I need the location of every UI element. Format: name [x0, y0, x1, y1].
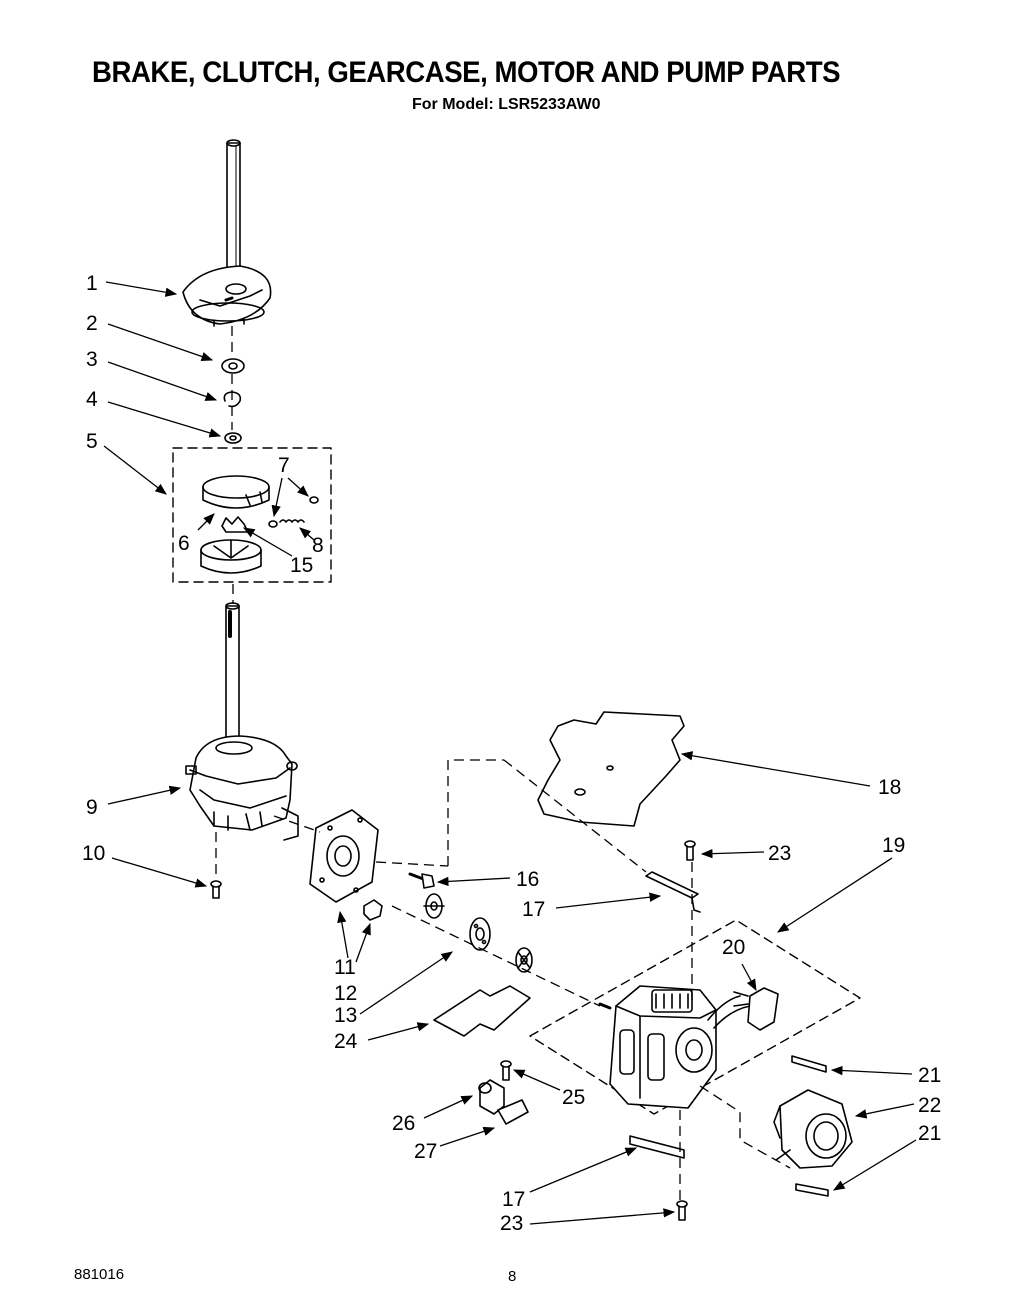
leader-lines	[103, 281, 917, 1225]
callout-c1: 1	[86, 272, 98, 295]
motor-coupling	[423, 893, 445, 919]
coupling-disk	[469, 917, 491, 951]
callout-c17a: 17	[522, 898, 545, 921]
callout-c7: 7	[278, 454, 290, 477]
capacitor-screw	[500, 1060, 512, 1081]
callout-c25: 25	[562, 1086, 585, 1109]
motor-cover	[537, 711, 685, 827]
callout-c9: 9	[86, 796, 98, 819]
callout-c12: 12	[334, 982, 357, 1005]
pump-clip-upper	[791, 1055, 827, 1073]
callout-c21a: 21	[918, 1064, 941, 1087]
gearcase-screw	[210, 880, 222, 899]
callout-c23a: 23	[768, 842, 791, 865]
callout-c5: 5	[86, 430, 98, 453]
water-pump	[773, 1089, 853, 1169]
clutch-assembly-box	[172, 447, 332, 583]
callout-c26: 26	[392, 1112, 415, 1135]
callout-c20: 20	[722, 936, 745, 959]
pump-mounting-plate	[309, 809, 379, 903]
clutch-cam	[221, 516, 249, 533]
callout-c10: 10	[82, 842, 105, 865]
clutch-pulley	[200, 539, 262, 574]
lower-shaft	[225, 602, 240, 747]
callout-labels: 1234567815910111213241617181923202122212…	[82, 272, 941, 1235]
callout-c27: 27	[414, 1140, 437, 1163]
callout-c15: 15	[290, 554, 313, 577]
coupling-hub	[363, 899, 383, 921]
document-number: 881016	[74, 1266, 125, 1283]
motor-screw-upper	[684, 840, 696, 861]
motor-clip-lower	[629, 1135, 685, 1159]
drive-motor	[598, 985, 751, 1109]
page-number: 8	[508, 1268, 517, 1285]
callout-c4: 4	[86, 388, 98, 411]
callout-c17b: 17	[502, 1188, 525, 1211]
spring-and-pins	[268, 496, 319, 528]
page-title: BRAKE, CLUTCH, GEARCASE, MOTOR AND PUMP …	[92, 56, 841, 89]
upper-shaft	[226, 139, 241, 292]
clutch-band	[202, 475, 270, 509]
motor-screw-lower	[676, 1200, 688, 1221]
callout-c3: 3	[86, 348, 98, 371]
gearcase	[185, 735, 299, 841]
motor-shield	[433, 985, 531, 1037]
motor-drive-pulley	[515, 947, 533, 973]
alignment-lines	[215, 326, 791, 1200]
motor-switch	[733, 987, 779, 1031]
callout-c19: 19	[882, 834, 905, 857]
small-washer	[224, 432, 242, 444]
callout-c16: 16	[516, 868, 539, 891]
model-subtitle: For Model: LSR5233AW0	[412, 96, 601, 113]
capacitor-strap	[497, 1099, 529, 1125]
motor-clip-upper	[645, 871, 701, 913]
pump-clip-lower	[795, 1183, 829, 1197]
callout-c18: 18	[878, 776, 901, 799]
capacitor	[478, 1079, 505, 1115]
retaining-ring	[223, 391, 242, 408]
callout-c22: 22	[918, 1094, 941, 1117]
callout-c6: 6	[178, 532, 190, 555]
callout-c11: 11	[334, 956, 356, 979]
callout-c24: 24	[334, 1030, 358, 1053]
mounting-bolt	[408, 872, 435, 889]
callout-c8: 8	[312, 534, 324, 557]
callout-c23b: 23	[500, 1212, 523, 1235]
callout-c13: 13	[334, 1004, 357, 1027]
callout-c2: 2	[86, 312, 98, 335]
callout-c21b: 21	[918, 1122, 941, 1145]
washer	[221, 358, 245, 374]
brake-cam-driver	[182, 265, 272, 327]
